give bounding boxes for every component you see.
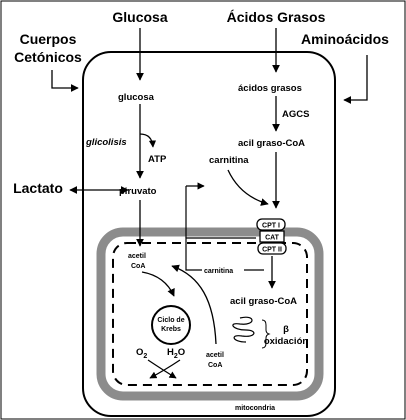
acetil-1-label: acetil — [128, 253, 146, 260]
ciclo-de-label: Ciclo de — [157, 317, 184, 324]
beta-oxidation-spiral — [232, 316, 255, 343]
cpt2-box — [257, 242, 287, 255]
carnitina-inner-label: carnitina — [204, 268, 233, 275]
carnitina-to-cpt1-arrow — [227, 169, 269, 206]
glicolisis-label: glicolisis — [85, 137, 127, 148]
h2o-label: H2O — [167, 347, 185, 360]
coa-1-label: CoA — [131, 263, 145, 270]
h2o-crossing-arrow — [149, 359, 181, 379]
beta-label: β — [283, 324, 289, 335]
acil-graso-coa-inner-label: acil graso-CoA — [230, 296, 297, 307]
acetil-return-arrow — [171, 264, 217, 345]
carnitina-recycle-line — [185, 237, 256, 271]
cetonicos-label: Cetónicos — [14, 49, 82, 65]
piruvato-label: piruvato — [119, 186, 157, 197]
aminoacidos-label: Aminoácidos — [301, 31, 389, 47]
oxidacion-label: oxidación — [264, 336, 309, 347]
cat-box — [259, 230, 285, 243]
o2-to-h2o-arrow — [147, 359, 177, 379]
krebs-cycle-circle — [151, 305, 191, 345]
cpt1-box — [256, 218, 286, 231]
mitochondria-inner-membrane — [112, 242, 308, 386]
coa-2-label: CoA — [208, 362, 222, 369]
mitocondria-label: mitocondria — [235, 405, 275, 412]
glucosa-label: glucosa — [118, 92, 155, 103]
carnitina-outer-label: carnitina — [209, 155, 249, 166]
acetil-2-label: acetil — [206, 352, 224, 359]
lactato-label: Lactato — [13, 180, 63, 196]
agcs-label: AGCS — [282, 109, 309, 120]
acetil-to-krebs-arrow — [141, 271, 175, 297]
glucosa-top-label: Glucosa — [112, 9, 167, 25]
cell-membrane — [82, 51, 336, 417]
beta-oxidation-brace — [261, 319, 271, 349]
acil-graso-coa-label: acil graso-CoA — [238, 138, 305, 149]
cpt2-label: CPT II — [262, 247, 282, 254]
cat-label: CAT — [265, 235, 280, 242]
mitochondria-outer-membrane — [96, 227, 324, 401]
atp-label: ATP — [148, 154, 167, 165]
mitocondria-label-bg — [226, 402, 284, 412]
acidos-grasos-top-label: Ácidos Grasos — [227, 9, 326, 25]
cpt1-label: CPT I — [262, 223, 280, 230]
krebs-label: Krebs — [161, 326, 181, 333]
aminoacidos-arrow — [343, 55, 368, 104]
acidos-grasos-label: ácidos grasos — [238, 83, 302, 94]
o2-label: O2 — [136, 347, 147, 360]
cuerpos-cetonicos-arrow — [51, 70, 79, 92]
atp-branch-arrow — [139, 133, 157, 148]
cuerpos-label: Cuerpos — [20, 31, 77, 47]
